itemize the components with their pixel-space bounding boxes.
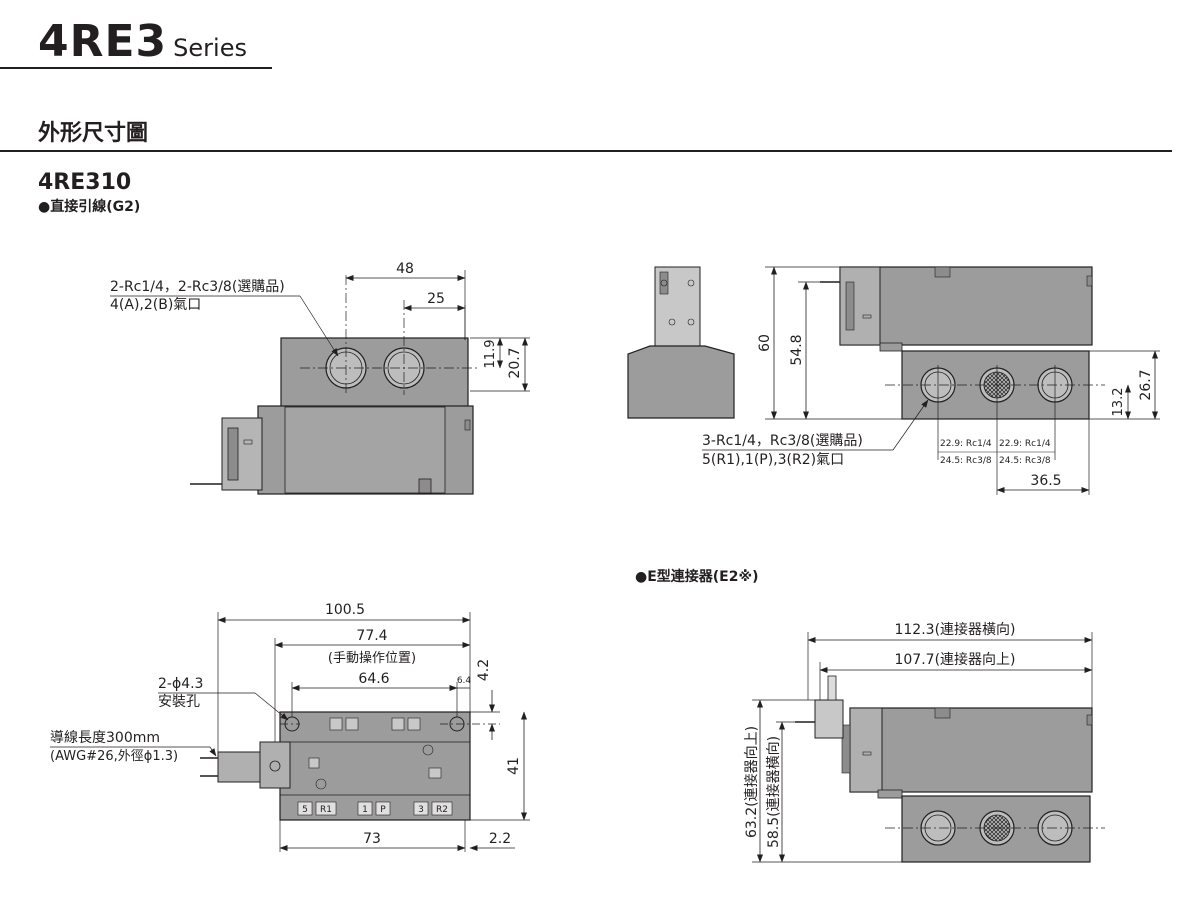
port-mark-1: 1 (362, 805, 368, 815)
dim-63-2: 63.2(連接器向上) (743, 726, 760, 838)
manifold-block (280, 337, 469, 409)
e2-connector (814, 699, 844, 739)
port-note-line2: 4(A),2(B)氣口 (110, 297, 201, 313)
view-top-right: 60 54.8 13.2 26.7 22.9: Rc1/4 24.5: Rc3/… (627, 266, 1160, 495)
dim-48: 48 (396, 261, 414, 277)
port-mark-3: 3 (418, 805, 424, 815)
port-note-line1: 3-Rc1/4，Rc3/8(選購品) (702, 433, 863, 449)
dim-13-2: 13.2 (1111, 388, 1126, 417)
manual-override-note: (手動操作位置) (328, 650, 416, 666)
mount-note-line2: 安裝孔 (158, 694, 200, 710)
variant-e2-label: ●E型連接器(E2※) (635, 569, 759, 585)
port-note-line2: 5(R1),1(P),3(R2)氣口 (702, 452, 844, 468)
front-valve (839, 266, 1093, 346)
port-mark-r1: R1 (320, 805, 332, 815)
dim-36-5: 36.5 (1030, 473, 1061, 489)
plan-solenoid (259, 741, 291, 789)
dim-6-4: 6.4 (457, 676, 472, 686)
lead-note-line2: (AWG#26,外徑ϕ1.3) (50, 749, 178, 764)
dim-112-3: 112.3(連接器橫向) (894, 621, 1015, 638)
view-bottom-right: 112.3(連接器橫向) 107.7(連接器向上) 63.2(連接器向上) 58… (743, 621, 1105, 863)
port-mark-p: P (380, 805, 386, 815)
port-mark-5: 5 (302, 805, 308, 815)
dim-60: 60 (757, 334, 773, 352)
section-divider (0, 150, 1172, 152)
side-body (627, 345, 735, 419)
view-top-left: 48 25 11.9 20.7 2-Rc1/4，2-Rc3/8(選購品) 4(A… (110, 261, 530, 495)
dim-41: 41 (506, 757, 522, 775)
model-number: 4RE310 (38, 170, 132, 195)
port-mark-r2: R2 (436, 805, 448, 815)
section-title: 外形尺寸圖 (38, 121, 149, 146)
dim-20-7: 20.7 (507, 347, 523, 378)
series-name: 4RE3 (38, 16, 168, 67)
port-note-line1: 2-Rc1/4，2-Rc3/8(選購品) (110, 279, 285, 295)
pitch-label-3: 22.9: Rc1/4 (999, 439, 1051, 449)
dim-77-4: 77.4 (356, 628, 387, 644)
dim-11-9: 11.9 (483, 340, 498, 369)
variant-g2-label: ●直接引線(G2) (38, 199, 141, 215)
dim-107-7: 107.7(連接器向上) (894, 651, 1015, 668)
dim-58-5: 58.5(連接器橫向) (765, 736, 782, 848)
dim-25: 25 (427, 291, 445, 307)
dim-4-2: 4.2 (476, 659, 492, 681)
dim-64-6: 64.6 (358, 671, 389, 687)
pitch-label-4: 24.5: Rc3/8 (999, 456, 1051, 466)
mount-note-line1: 2-ϕ4.3 (158, 676, 203, 692)
e2-valve (849, 707, 1093, 793)
series-underline (0, 67, 272, 69)
dim-100-5: 100.5 (325, 602, 365, 618)
dim-26-7: 26.7 (1138, 369, 1154, 400)
pitch-label-1: 22.9: Rc1/4 (940, 439, 992, 449)
series-suffix: Series (173, 34, 247, 62)
dim-54-8: 54.8 (789, 334, 805, 365)
dim-73: 73 (363, 831, 381, 847)
pitch-label-2: 24.5: Rc3/8 (940, 456, 992, 466)
dim-2-2: 2.2 (489, 831, 511, 847)
view-bottom-left: 5 R1 1 P 3 R2 100.5 77.4 (手動操作位置) 64.6 6… (50, 602, 530, 852)
connector-up-lead (827, 675, 837, 701)
lead-note-line1: 導線長度300mm (50, 730, 160, 746)
